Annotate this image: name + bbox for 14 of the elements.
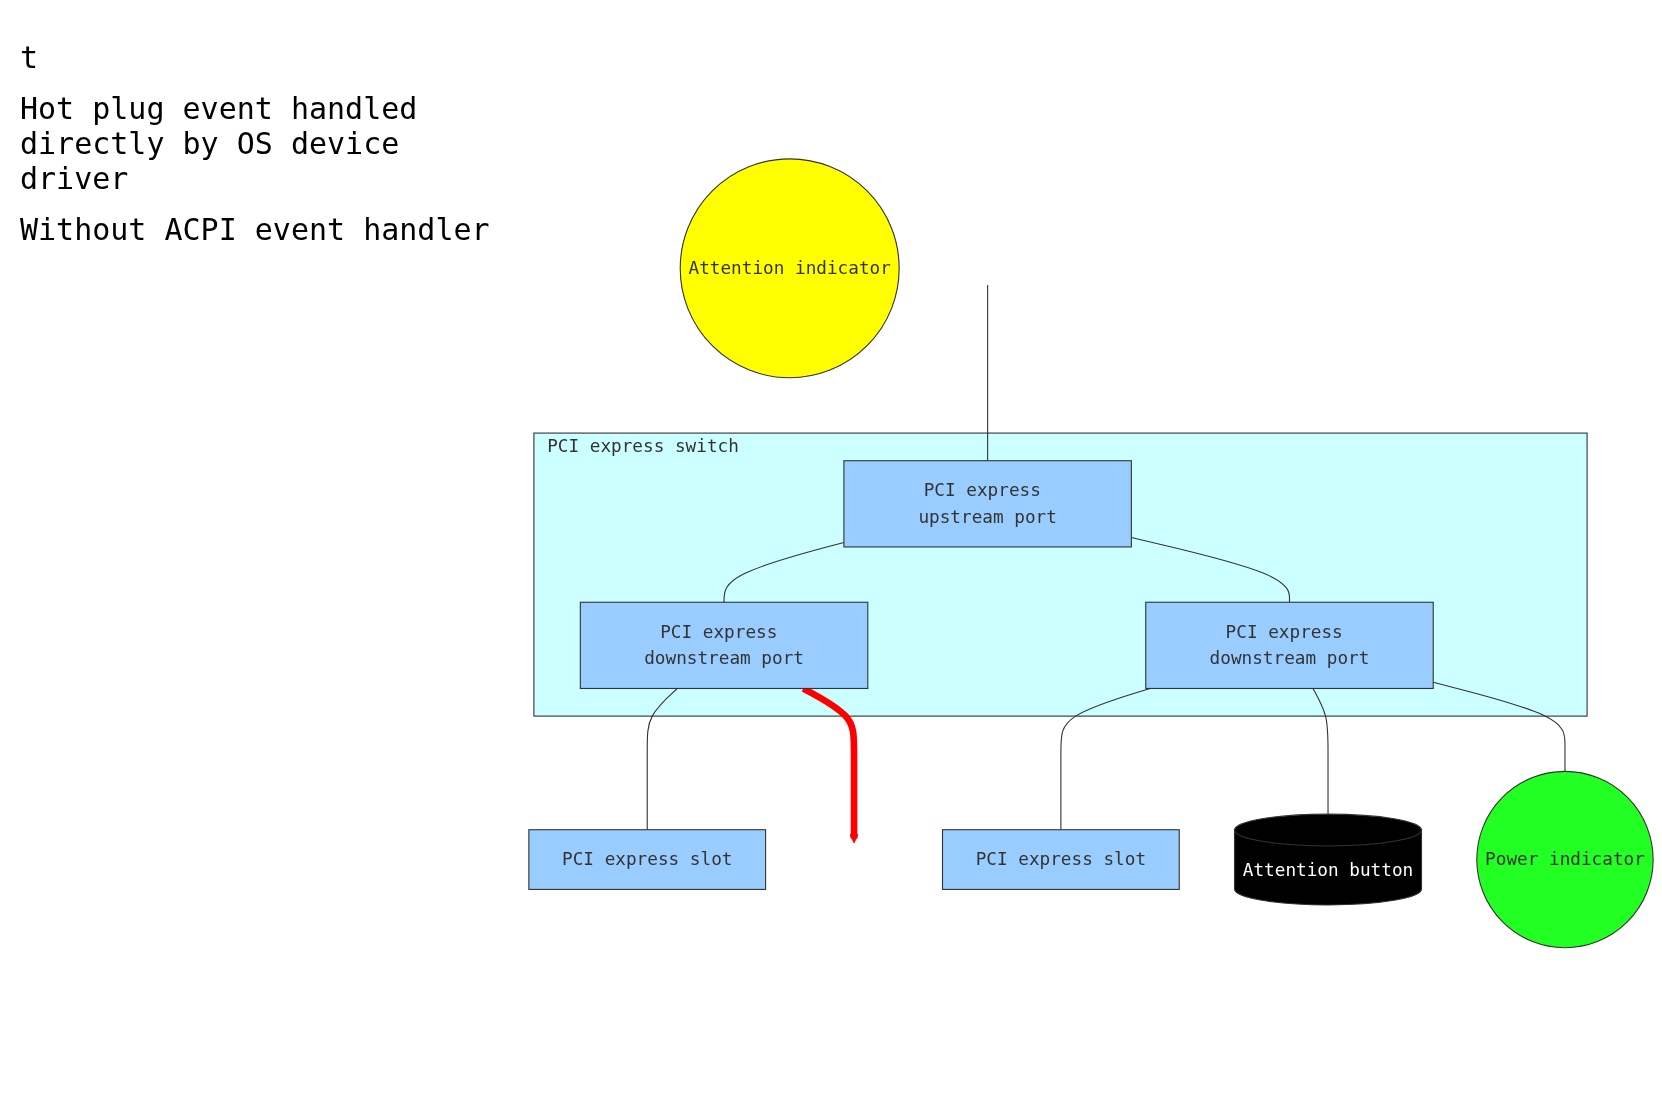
node-circle: Attention indicator <box>679 158 900 379</box>
node-circle: Power indicator <box>1476 770 1654 948</box>
connector <box>646 687 678 830</box>
node-box: PCI express slot <box>941 828 1180 890</box>
connector <box>987 284 989 461</box>
node-box: PCI express downstream port <box>1145 601 1434 689</box>
note-text: Without ACPI event handler <box>20 212 491 247</box>
note-text: Hot plug event handled directly by OS device driver <box>20 91 419 196</box>
connector <box>1312 687 1329 815</box>
node-box: PCI express downstream port <box>579 601 869 689</box>
node-box: PCI express upstream port <box>843 459 1132 548</box>
node-box: PCI express slot <box>528 828 767 890</box>
note-text: t <box>20 40 40 75</box>
connector <box>723 541 845 603</box>
